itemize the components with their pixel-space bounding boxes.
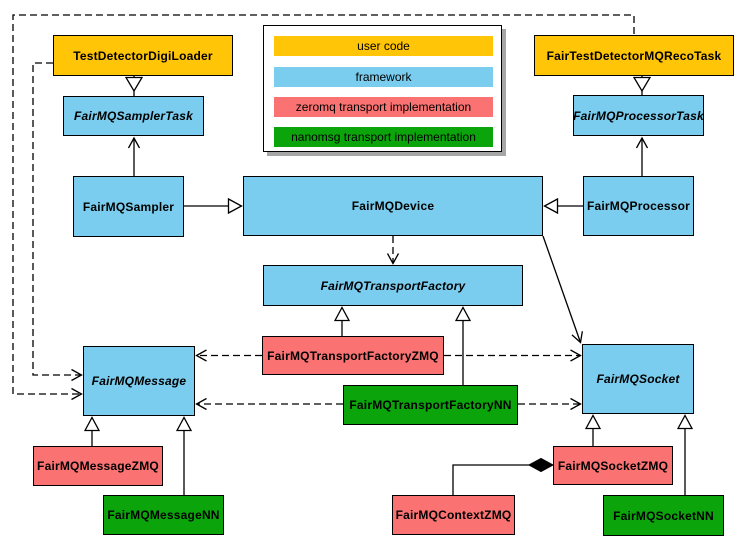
class-box-fairmq-socket-zmq: FairMQSocketZMQ xyxy=(553,446,673,485)
class-box-fairmq-device: FairMQDevice xyxy=(243,176,543,236)
edge-socketzmq-contextzmq xyxy=(452,457,555,495)
class-box-test-detector-digi-loader: TestDetectorDigiLoader xyxy=(53,35,233,76)
legend-item-user-code: user code xyxy=(274,36,493,56)
legend: user code framework zeromq transport imp… xyxy=(263,25,502,152)
class-box-fairmq-message: FairMQMessage xyxy=(83,346,195,416)
class-box-fairmq-socket-nn: FairMQSocketNN xyxy=(603,495,724,536)
class-box-fairmq-sampler-task: FairMQSamplerTask xyxy=(63,96,204,136)
class-box-fairmq-transport-factory: FairMQTransportFactory xyxy=(263,265,523,306)
class-box-fairmq-context-zmq: FairMQContextZMQ xyxy=(392,495,515,535)
edge-device-socket xyxy=(542,235,584,344)
composition-diamond-icon xyxy=(527,457,555,473)
class-box-fairmq-message-nn: FairMQMessageNN xyxy=(103,495,224,535)
edge-recotask-processortask xyxy=(632,76,652,95)
class-box-fairmq-transport-factory-zmq: FairMQTransportFactoryZMQ xyxy=(262,336,444,375)
legend-item-zeromq: zeromq transport implementation xyxy=(274,97,493,117)
class-box-fairmq-message-zmq: FairMQMessageZMQ xyxy=(33,446,163,486)
legend-item-nanomsg: nanomsg transport implementation xyxy=(274,127,493,147)
class-box-fair-test-detector-mq-reco-task: FairTestDetectorMQRecoTask xyxy=(534,35,734,76)
class-box-fairmq-processor-task: FairMQProcessorTask xyxy=(573,95,704,136)
class-box-fairmq-processor: FairMQProcessor xyxy=(583,176,694,236)
class-box-fairmq-transport-factory-nn: FairMQTransportFactoryNN xyxy=(343,385,518,425)
class-box-fairmq-sampler: FairMQSampler xyxy=(73,176,184,237)
legend-item-framework: framework xyxy=(274,67,493,87)
class-box-fairmq-socket: FairMQSocket xyxy=(582,344,694,414)
edge-digiloader-samplertask xyxy=(124,76,144,96)
